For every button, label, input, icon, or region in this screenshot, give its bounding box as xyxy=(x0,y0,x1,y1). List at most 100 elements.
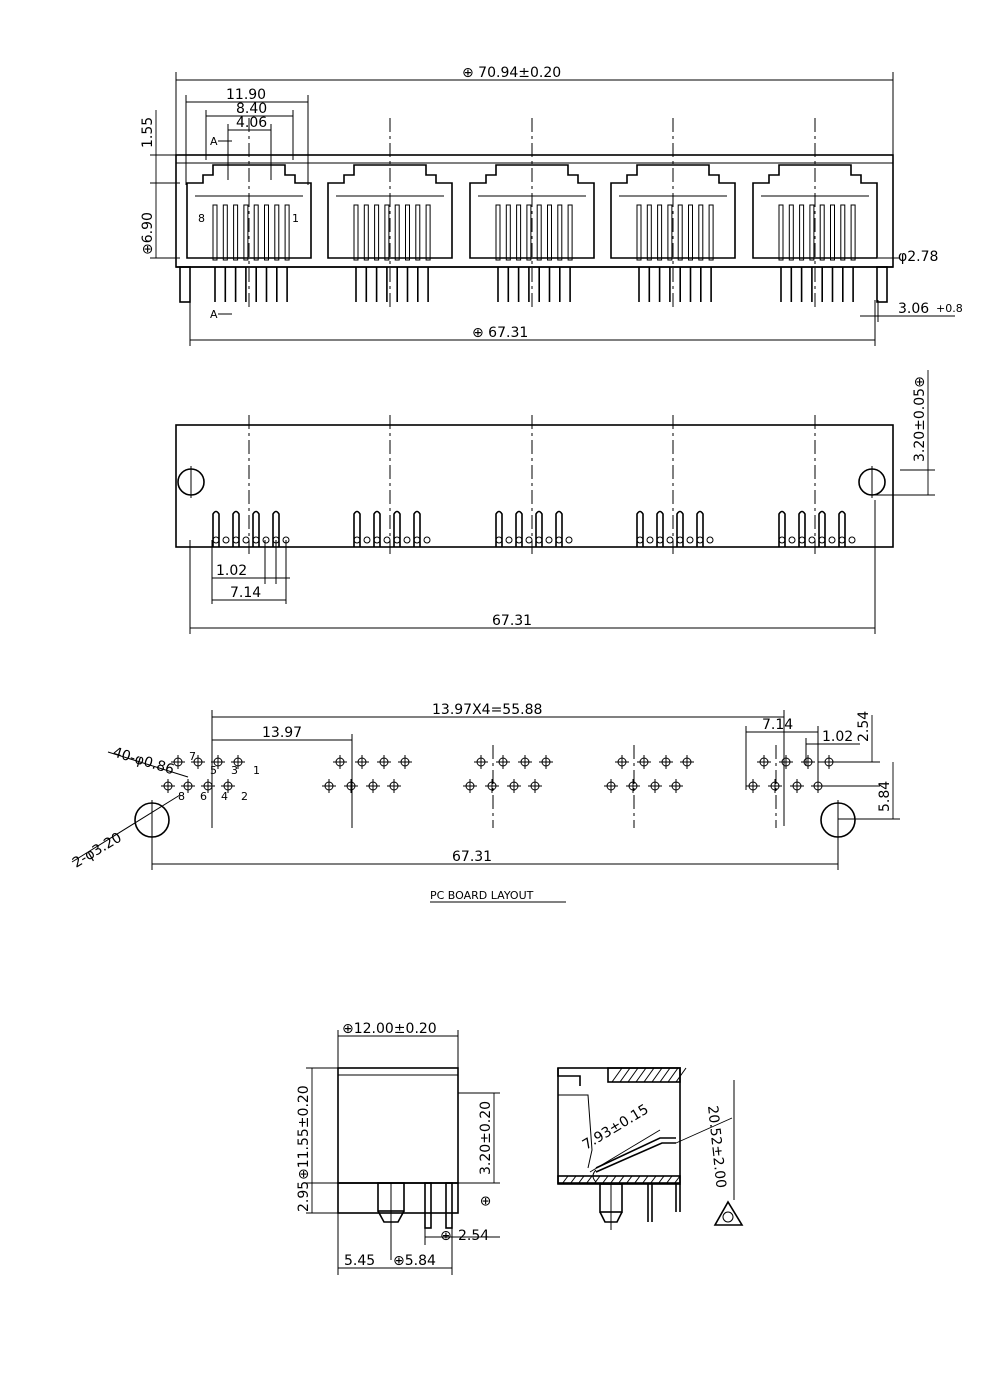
pcb-dim-67-31: 67.31 xyxy=(452,849,492,865)
side-dim-2-54: 2.54 xyxy=(458,1228,489,1244)
pcb-pin-1: 1 xyxy=(253,764,260,777)
dim-11-90: 11.90 xyxy=(226,87,266,103)
pcb-layout: 13.97X4=55.88 13.97 7.14 1.02 2.54 5.84 … xyxy=(70,702,900,903)
port-contact xyxy=(799,204,805,261)
bottom-pin-dot xyxy=(565,536,573,544)
hatch-line xyxy=(625,1175,633,1185)
port-contact xyxy=(830,204,835,261)
port-contact xyxy=(284,204,290,261)
bottom-pin-dot xyxy=(666,536,674,544)
bottom-pin-long xyxy=(353,510,361,547)
bottom-pin-dot xyxy=(353,536,361,544)
port-contact xyxy=(516,204,522,261)
dim-2-78: φ2.78 xyxy=(898,249,938,265)
hatch-line xyxy=(641,1175,649,1185)
port-contact xyxy=(505,204,511,261)
bottom-pin-dot xyxy=(646,536,654,544)
section-marker-top: A xyxy=(210,135,218,148)
port-contact xyxy=(253,204,259,261)
bottom-pin-dot xyxy=(555,536,563,544)
bottom-pin-dot xyxy=(808,536,816,544)
bottom-pin-dot xyxy=(636,536,644,544)
dim-1-02-bottom: 1.02 xyxy=(216,563,247,579)
bottom-pin-long xyxy=(495,510,503,547)
bottom-pin-dot xyxy=(848,536,856,544)
hatch-line xyxy=(635,1067,647,1083)
dim-3-06-tolerance: +0.8 xyxy=(936,302,963,315)
pcb-layout-title: PC BOARD LAYOUT xyxy=(430,889,534,902)
hatch-line xyxy=(561,1175,569,1185)
port-contact xyxy=(415,204,421,261)
hatch-line xyxy=(665,1175,673,1185)
port-contact xyxy=(567,204,573,261)
side-datum-1: ⊕ xyxy=(478,1195,494,1207)
hatch-line xyxy=(649,1175,657,1185)
bottom-pin-dot xyxy=(212,536,220,544)
hatch-line xyxy=(585,1175,593,1185)
side-dim-2-95: 2.95 xyxy=(296,1181,312,1212)
pcb-dim-1-02: 1.02 xyxy=(822,729,853,745)
hatch-line xyxy=(601,1175,609,1185)
port-contact xyxy=(850,204,856,261)
front-view: ⊕ 70.94±0.20 11.90 8.40 4.06 1.55 ⊕6.90 … xyxy=(140,65,963,346)
bottom-pin-dot xyxy=(696,536,704,544)
port-contact xyxy=(363,204,369,261)
bottom-pin-dot xyxy=(232,536,240,544)
hatch-line xyxy=(659,1067,671,1083)
pcb-pin-8: 8 xyxy=(178,790,185,803)
pcb-dim-5-84: 5.84 xyxy=(877,781,893,812)
section-dim-20-52: 20.52±2.00 xyxy=(704,1105,729,1189)
bottom-pin-dot xyxy=(788,536,796,544)
bottom-pin-dot xyxy=(495,536,503,544)
bottom-pin-long xyxy=(413,510,421,547)
bottom-pin-long xyxy=(798,510,806,547)
bottom-pin-dot xyxy=(252,536,260,544)
pcb-dim-7-14: 7.14 xyxy=(762,717,793,733)
port-contact xyxy=(778,204,784,261)
port-contact xyxy=(557,204,563,261)
pcb-dim-2-54: 2.54 xyxy=(856,711,872,742)
bottom-pin-long xyxy=(656,510,664,547)
pcb-pin-6: 6 xyxy=(200,790,207,803)
port-contact xyxy=(819,204,825,261)
hatch-line xyxy=(667,1067,679,1083)
hatch-line xyxy=(633,1175,641,1185)
bottom-pin-dot xyxy=(656,536,664,544)
front-ports xyxy=(186,118,878,310)
bottom-pin-long xyxy=(252,510,260,547)
bottom-pin-long xyxy=(838,510,846,547)
dim-4-06: 4.06 xyxy=(236,115,267,131)
section-marker-bottom: A xyxy=(210,308,218,321)
pcb-pin-4: 4 xyxy=(221,790,228,803)
bottom-pin-dot xyxy=(383,536,391,544)
overall-width-label: ⊕ 70.94±0.20 xyxy=(462,65,561,81)
dim-3-20-bottom: 3.20±0.05⊕ xyxy=(912,376,928,462)
hatch-line xyxy=(593,1175,601,1185)
dim-3-06: 3.06 xyxy=(898,301,929,317)
port-contact xyxy=(840,204,846,261)
bottom-pin-dot xyxy=(525,536,533,544)
dim-67-31-bottom: 67.31 xyxy=(492,613,532,629)
port-contact xyxy=(405,204,410,261)
bottom-pin-long xyxy=(555,510,563,547)
bottom-pin-dot xyxy=(393,536,401,544)
side-view-section: 7.93±0.15 20.52±2.00 xyxy=(557,1067,744,1230)
port-contact xyxy=(636,204,642,261)
bottom-pin-long xyxy=(232,510,240,547)
bottom-pin-dot xyxy=(222,536,230,544)
port-outline xyxy=(327,164,453,259)
port-contact xyxy=(425,204,431,261)
hatch-line xyxy=(611,1067,623,1083)
port-contact xyxy=(536,204,542,261)
bottom-pin-dot xyxy=(828,536,836,544)
port-contact xyxy=(222,204,228,261)
bottom-pin-dot xyxy=(242,536,250,544)
pcb-pin-2: 2 xyxy=(241,790,248,803)
hatch-line xyxy=(627,1067,639,1083)
pcb-pin-5: 5 xyxy=(210,764,217,777)
port-contact xyxy=(384,204,390,261)
bottom-pin-long xyxy=(212,510,220,547)
hatch-line xyxy=(619,1067,631,1083)
port-contact xyxy=(809,204,815,261)
